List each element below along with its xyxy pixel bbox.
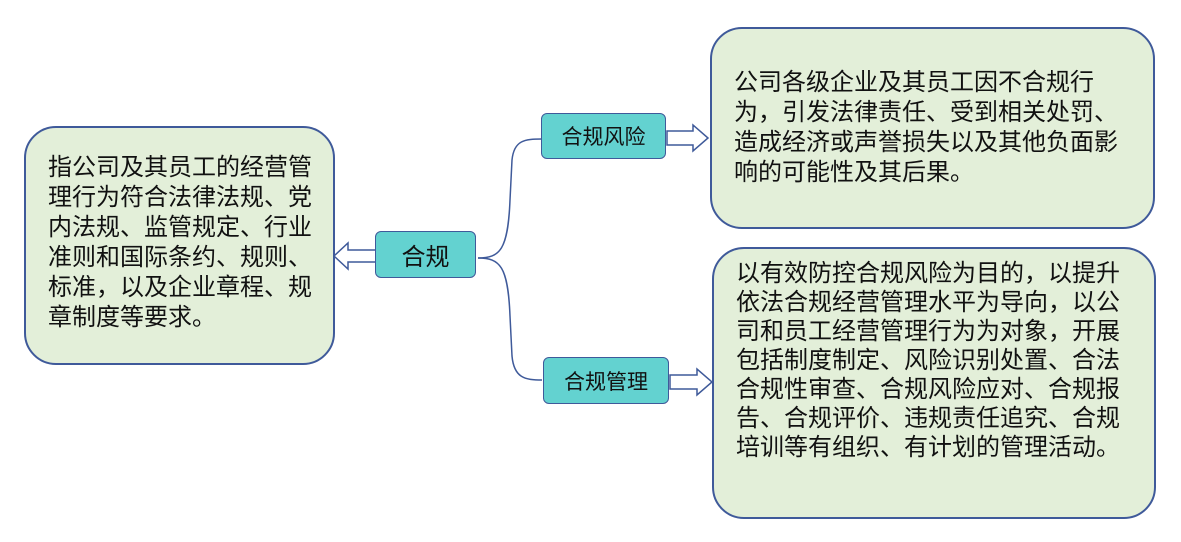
arrow-right-icon [669,367,714,397]
definition-text: 指公司及其员工的经营管理行为符合法律法规、党内法规、监管规定、行业准则和国际条约… [48,153,312,331]
branch-node-compliance-management: 合规管理 [543,357,669,404]
branch-label-compliance-management: 合规管理 [564,369,648,394]
root-node: 合规 [375,231,476,278]
arrow-right-icon [666,123,710,153]
connector-root-to-risk [477,138,543,259]
compliance-management-description: 以有效防控合规风险为目的，以提升依法合规经营管理水平为导向，以公司和员工经营管理… [736,259,1120,461]
arrow-left-icon [332,241,377,271]
definition-box: 指公司及其员工的经营管理行为符合法律法规、党内法规、监管规定、行业准则和国际条约… [24,126,335,365]
compliance-risk-description: 公司各级企业及其员工因不合规行为，引发法律责任、受到相关处罚、造成经济或声誉损失… [734,68,1118,186]
root-label: 合规 [401,243,450,271]
compliance-management-description-box: 以有效防控合规风险为目的，以提升依法合规经营管理水平为导向，以公司和员工经营管理… [712,247,1156,519]
connector-root-to-management [477,257,543,381]
branch-node-compliance-risk: 合规风险 [541,113,666,159]
branch-label-compliance-risk: 合规风险 [561,125,646,149]
compliance-risk-description-box: 公司各级企业及其员工因不合规行为，引发法律责任、受到相关处罚、造成经济或声誉损失… [710,27,1155,229]
